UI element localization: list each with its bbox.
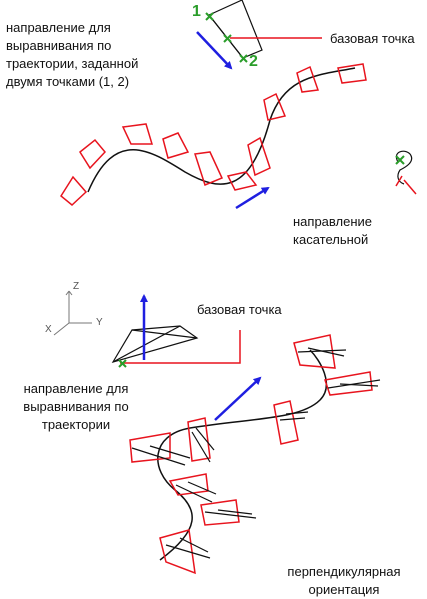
axis-x-label: X bbox=[45, 324, 52, 335]
top-aligned-objects bbox=[60, 63, 367, 206]
point-2-label: 2 bbox=[249, 53, 258, 70]
mid-base-point-leader bbox=[120, 330, 241, 364]
bottom-path-curve bbox=[157, 349, 328, 561]
axis-y-label: Y bbox=[96, 317, 103, 328]
top-base-point-label: базовая точка bbox=[330, 31, 415, 46]
top-alignment-label: направление для выравнивания по траектор… bbox=[6, 20, 139, 89]
perpendicular-label: перпендикулярная ориентация bbox=[287, 564, 401, 597]
top-alignment-arrow bbox=[196, 31, 233, 70]
green-x-marker-icon bbox=[205, 12, 248, 63]
mid-object-shape bbox=[111, 325, 199, 363]
axis-z-label: Z bbox=[73, 281, 80, 292]
perpendicular-objects-red bbox=[129, 334, 373, 575]
cursor-icon bbox=[395, 150, 417, 195]
perpendicular-objects-black bbox=[131, 347, 381, 559]
ucs-axis-icon bbox=[53, 290, 92, 336]
mid-base-point-label: базовая точка bbox=[197, 302, 282, 317]
green-x-marker-icon bbox=[118, 359, 127, 368]
point-1-label: 1 bbox=[192, 3, 201, 20]
mid-alignment-label: направление для выравнивания по траектор… bbox=[23, 381, 129, 432]
tangent-direction-label: направление касательной bbox=[293, 214, 373, 247]
tangent-direction-arrow bbox=[235, 186, 270, 210]
bottom-direction-arrow bbox=[214, 376, 262, 421]
